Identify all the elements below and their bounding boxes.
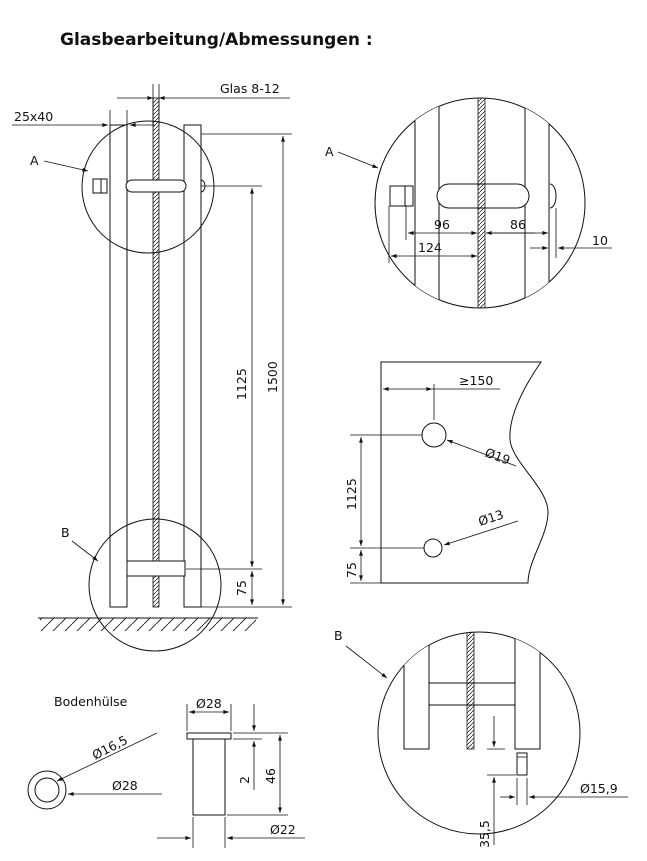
detail-b-pin bbox=[516, 752, 528, 776]
detail-circle-b bbox=[88, 518, 222, 652]
glass-pane bbox=[152, 97, 160, 608]
dim-1125: 1125 bbox=[234, 368, 249, 400]
sleeve-flange bbox=[186, 732, 232, 740]
profile-size-label: 25x40 bbox=[14, 109, 53, 124]
clamp-bolt-b bbox=[126, 560, 186, 577]
dim-96: 96 bbox=[434, 217, 450, 232]
ground-hatch bbox=[40, 618, 256, 631]
page-title: Glasbearbeitung/Abmessungen : bbox=[60, 30, 373, 50]
detail-circle-a bbox=[81, 120, 215, 254]
dim-dia-19: Ø19 bbox=[483, 445, 512, 468]
dim-dia-13: Ø13 bbox=[476, 507, 505, 529]
dim-124: 124 bbox=[418, 240, 442, 255]
sleeve-body bbox=[192, 738, 226, 816]
detail-b-callout: B bbox=[334, 628, 343, 643]
dim-dia-15-9: Ø15,9 bbox=[580, 781, 618, 796]
dim-1500: 1500 bbox=[265, 361, 280, 393]
detail-b-label: B bbox=[61, 525, 70, 540]
main-elevation-view: Glas 8-12 25x40 A B 1500 1125 75 bbox=[12, 81, 292, 652]
post-right bbox=[183, 124, 202, 608]
dim-sleeve-22: Ø22 bbox=[270, 822, 296, 837]
clamp-bolt-a bbox=[125, 179, 187, 193]
post-left bbox=[109, 124, 128, 608]
hole-19 bbox=[421, 422, 447, 448]
dim-sleeve-16-5: Ø16,5 bbox=[90, 732, 130, 762]
detail-a-callout: A bbox=[325, 144, 334, 159]
dim-10: 10 bbox=[592, 233, 608, 248]
dim-sleeve-28-top: Ø28 bbox=[112, 778, 138, 793]
dim-35-5: 35,5 bbox=[477, 820, 492, 848]
dim-min-150: ≥150 bbox=[459, 373, 493, 388]
dim-glass-1125: 1125 bbox=[344, 478, 359, 510]
dim-86: 86 bbox=[510, 217, 526, 232]
glass-drilling-view: ≥150 Ø19 Ø13 1125 75 bbox=[344, 361, 549, 584]
hole-13 bbox=[423, 538, 443, 558]
detail-a-view: A 96 86 124 10 bbox=[325, 97, 612, 309]
dim-glass-75: 75 bbox=[344, 562, 359, 578]
detail-a-bolt-head bbox=[389, 185, 414, 207]
dim-75: 75 bbox=[234, 580, 249, 596]
glass-thickness-label: Glas 8-12 bbox=[220, 81, 280, 96]
bodenhuelse-label: Bodenhülse bbox=[54, 694, 128, 709]
sleeve-outer-circle bbox=[27, 770, 67, 810]
dim-sleeve-46: 46 bbox=[263, 768, 278, 784]
sleeve-inner-circle bbox=[34, 777, 60, 803]
dim-sleeve-28-side: Ø28 bbox=[196, 696, 222, 711]
bolt-head bbox=[92, 178, 108, 194]
dim-sleeve-2: 2 bbox=[237, 776, 252, 784]
bodenhuelse-view: Bodenhülse Ø16,5 Ø28 Ø28 2 46 bbox=[27, 694, 305, 848]
glass-edge-outline bbox=[380, 361, 549, 584]
detail-a-label: A bbox=[30, 153, 39, 168]
detail-b-view: B Ø15,9 35,5 bbox=[334, 628, 628, 848]
